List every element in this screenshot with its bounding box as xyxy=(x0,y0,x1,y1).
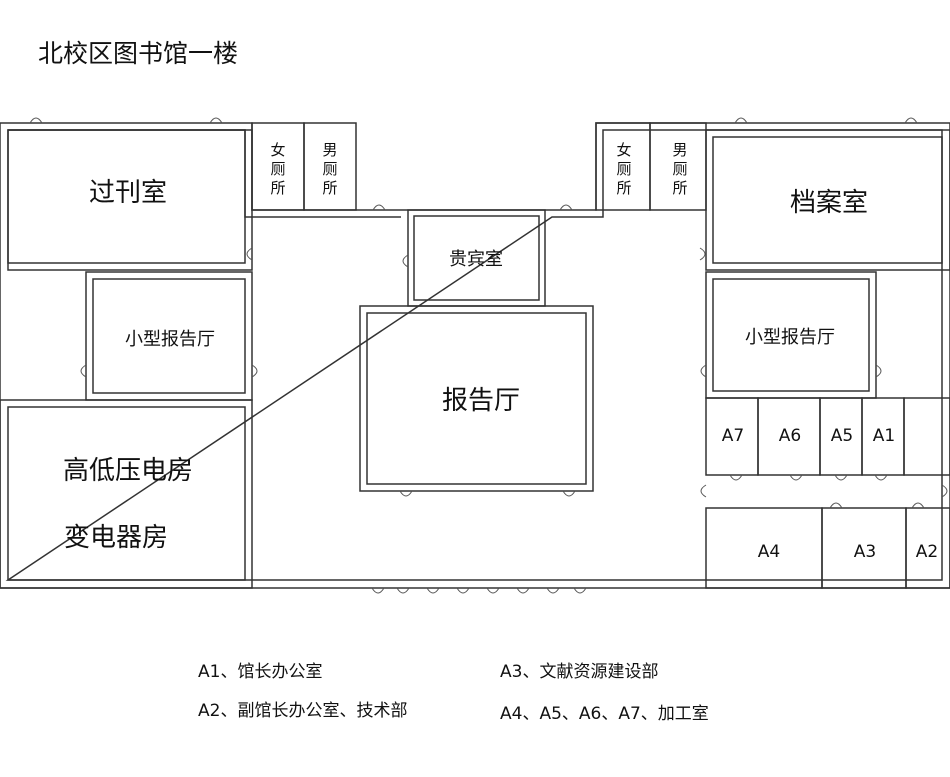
label-archive: 档案室 xyxy=(790,188,868,218)
label-women-right-1: 女 xyxy=(616,141,631,159)
label-a7: A7 xyxy=(722,426,744,446)
label-small-hall-left: 小型报告厅 xyxy=(125,329,215,350)
center-block xyxy=(359,209,594,492)
right-wing xyxy=(595,122,950,589)
label-periodicals: 过刊室 xyxy=(89,178,167,208)
label-a3: A3 xyxy=(854,542,876,562)
legend-a3: A3、文献资源建设部 xyxy=(500,662,659,682)
label-men-left-3: 所 xyxy=(322,179,337,197)
label-a1: A1 xyxy=(873,426,895,446)
label-vip: 贵宾室 xyxy=(449,249,503,270)
label-men-right-1: 男 xyxy=(672,141,687,159)
label-a2: A2 xyxy=(916,542,938,562)
left-wing xyxy=(0,122,357,589)
legend-a2: A2、副馆长办公室、技术部 xyxy=(198,701,408,721)
label-men-right-3: 所 xyxy=(672,179,687,197)
label-men-right-2: 厕 xyxy=(672,160,687,178)
label-lecture-hall: 报告厅 xyxy=(442,386,520,416)
label-women-right-3: 所 xyxy=(616,179,631,197)
label-men-left-1: 男 xyxy=(322,141,337,159)
label-women-left-2: 厕 xyxy=(270,160,285,178)
label-a6: A6 xyxy=(779,426,801,446)
label-a4: A4 xyxy=(758,542,780,562)
label-men-left-2: 厕 xyxy=(322,160,337,178)
doors xyxy=(29,117,948,594)
label-a5: A5 xyxy=(831,426,853,446)
label-women-right-2: 厕 xyxy=(616,160,631,178)
label-women-left-3: 所 xyxy=(270,179,285,197)
label-small-hall-right: 小型报告厅 xyxy=(745,327,835,348)
legend-a1: A1、馆长办公室 xyxy=(198,662,323,682)
label-women-left-1: 女 xyxy=(270,141,285,159)
label-power-room-1: 高低压电房 xyxy=(63,456,193,486)
legend-a4: A4、A5、A6、A7、加工室 xyxy=(500,704,709,724)
page-title: 北校区图书馆一楼 xyxy=(38,39,239,68)
label-power-room-2: 变电器房 xyxy=(64,523,168,553)
